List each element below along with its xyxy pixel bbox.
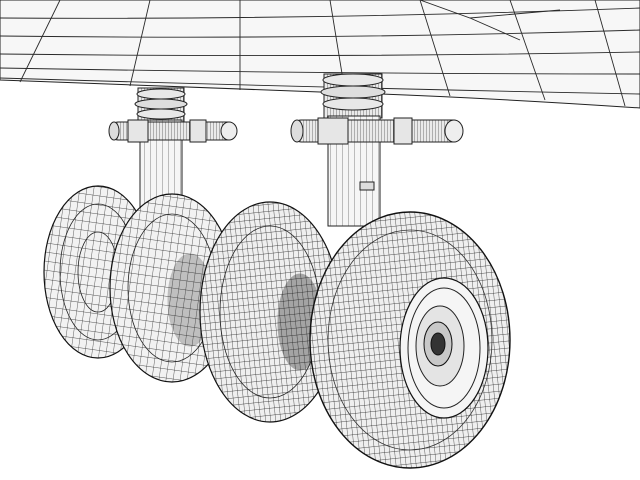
fuselage-underside	[0, 0, 640, 109]
left-axle-arm	[108, 119, 238, 143]
left-strut	[108, 87, 238, 216]
right-strut	[290, 73, 464, 227]
wheel-front-right	[309, 211, 511, 469]
right-axle-arm	[290, 117, 464, 145]
wheel-hub	[399, 277, 489, 419]
